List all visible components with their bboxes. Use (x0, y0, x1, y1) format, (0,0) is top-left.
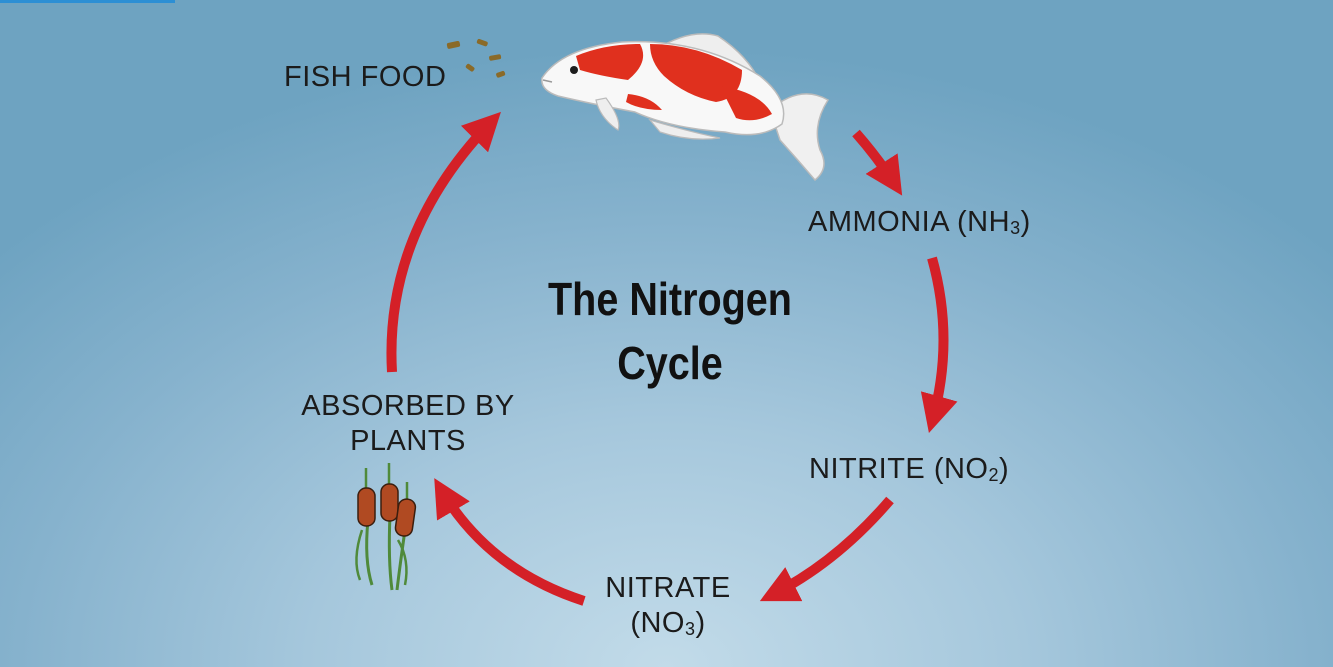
nitrate-line2: (NO3) (568, 606, 768, 641)
nitrate-subscript: 3 (684, 618, 696, 639)
label-nitrate: NITRATE (NO3) (568, 571, 768, 641)
cattail-plant-icon (355, 463, 417, 591)
nitrate-text: (NO (630, 606, 685, 639)
arrow-nitrite-to-nitrate (759, 496, 894, 602)
arrow-plants-to-fish-food (386, 111, 501, 373)
fish-food-pellets-icon (446, 38, 506, 78)
ammonia-subscript: 3 (1010, 218, 1021, 238)
cycle-arrows (386, 111, 958, 606)
ammonia-text: AMMONIA (NH (808, 206, 1011, 238)
nitrite-text: NITRITE (NO (809, 453, 989, 485)
nitrite-close-paren: ) (999, 453, 1010, 485)
title-line1: The Nitrogen (548, 273, 792, 325)
label-fish-food: FISH FOOD (284, 61, 447, 93)
arrow-ammonia-to-nitrite (920, 256, 958, 433)
arrow-fish-to-ammonia (852, 129, 903, 196)
top-accent-bar (0, 0, 175, 3)
title-line2: Cycle (617, 337, 723, 390)
label-ammonia: AMMONIA (NH3) (808, 205, 1031, 240)
arrow-nitrate-to-plants (434, 478, 586, 606)
nitrite-subscript: 2 (988, 465, 1000, 485)
label-nitrite: NITRITE (NO2) (809, 452, 1009, 487)
label-absorbed-by-plants: ABSORBED BY PLANTS (288, 389, 528, 459)
diagram-title: The Nitrogen Cycle (498, 267, 842, 396)
nitrate-close-paren: ) (695, 606, 706, 639)
absorbed-line2: PLANTS (350, 424, 466, 457)
nitrate-line1: NITRATE (605, 572, 731, 604)
absorbed-line1: ABSORBED BY (301, 390, 515, 422)
ammonia-close-paren: ) (1020, 206, 1031, 238)
koi-fish-icon (541, 33, 830, 182)
